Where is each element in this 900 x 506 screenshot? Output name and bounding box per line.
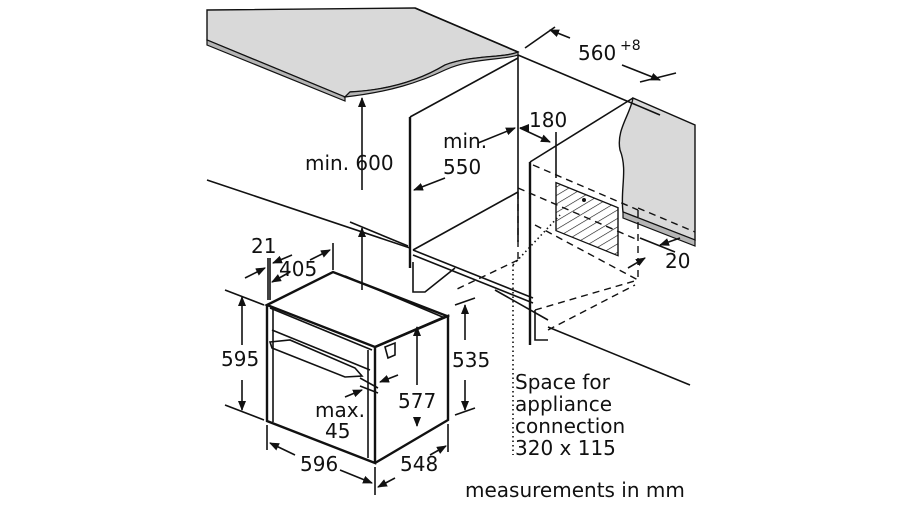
label-handle-max-prefix: max. (315, 398, 365, 422)
label-height-595: 595 (221, 347, 259, 371)
label-width-596: 596 (300, 452, 338, 476)
label-min-depth-value: 550 (443, 155, 481, 179)
label-niche-width: 560 (578, 41, 616, 65)
oven (264, 270, 451, 465)
label-depth-405: 405 (279, 257, 317, 281)
label-connection-4: 320 x 115 (515, 436, 616, 460)
cabinet-niche (206, 7, 696, 455)
label-front-21: 21 (251, 234, 276, 258)
label-min-depth-prefix: min. (443, 129, 487, 153)
label-depth-548: 548 (400, 452, 438, 476)
label-units-note: measurements in mm (465, 478, 685, 502)
label-connection-2: appliance (515, 392, 612, 416)
dimension-lines (224, 26, 681, 495)
label-min-height: min. 600 (305, 151, 394, 175)
connection-area-hatch (555, 181, 619, 257)
label-handle-max-value: 45 (325, 419, 350, 443)
label-connection-3: connection (515, 414, 625, 438)
label-vent-depth: 180 (529, 108, 567, 132)
countertop (206, 7, 520, 102)
oven-side-recess (384, 341, 396, 360)
label-height-577: 577 (398, 389, 436, 413)
oven-handle (268, 339, 364, 378)
label-gap-20: 20 (665, 249, 690, 273)
label-niche-tolerance: +8 (620, 38, 641, 54)
right-countertop (618, 97, 696, 247)
connection-point (582, 198, 586, 202)
label-height-535: 535 (452, 348, 490, 372)
label-connection-1: Space for (515, 370, 611, 394)
